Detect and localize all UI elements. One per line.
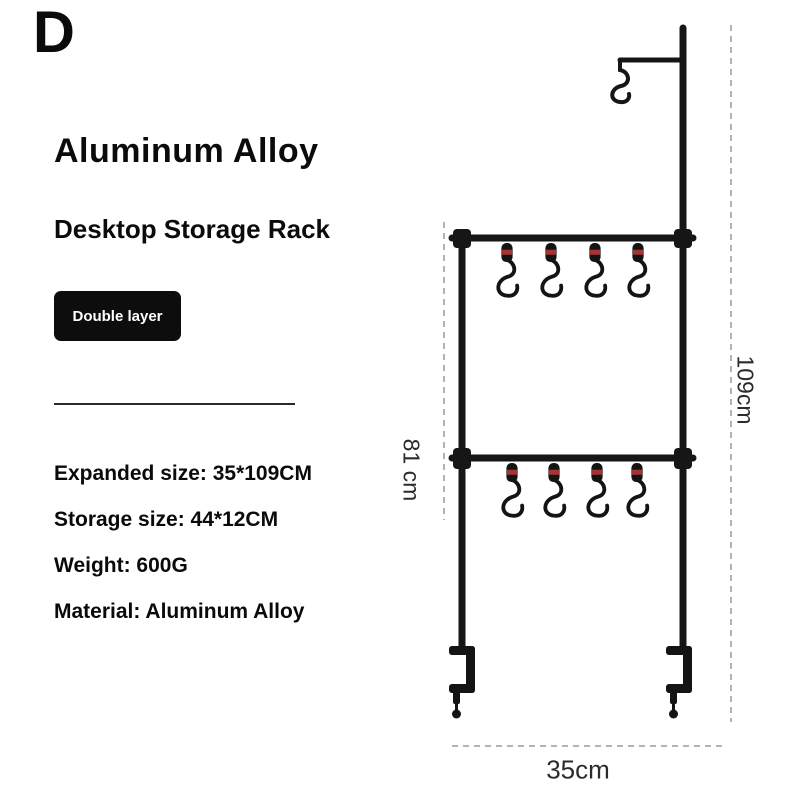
- spec-expanded-size: Expanded size: 35*109CM: [54, 462, 312, 485]
- product-subtitle: Desktop Storage Rack: [54, 214, 330, 244]
- spec-storage-size: Storage size: 44*12CM: [54, 508, 279, 531]
- upper-shelf-hooks: [496, 241, 651, 298]
- spec-material: Material: Aluminum Alloy: [54, 600, 305, 623]
- dimension-overall-height: 109cm: [732, 355, 759, 425]
- rack-frame: [448, 229, 697, 654]
- dimension-lines: [443, 25, 732, 747]
- dimension-width: 35cm: [546, 754, 610, 785]
- dimension-rack-height: 81 cm: [398, 438, 425, 502]
- double-layer-badge: Double layer: [54, 291, 181, 341]
- spec-weight: Weight: 600G: [54, 554, 188, 577]
- product-title: Aluminum Alloy: [54, 132, 319, 170]
- variant-letter: D: [33, 0, 75, 65]
- rack-main-pole: [610, 24, 687, 654]
- spec-list: Expanded size: 35*109CM Storage size: 44…: [54, 462, 312, 646]
- table-clamps: [447, 644, 694, 720]
- lantern-hook-icon: [610, 58, 632, 105]
- divider-line: [54, 403, 295, 405]
- lower-shelf-hooks: [501, 461, 650, 518]
